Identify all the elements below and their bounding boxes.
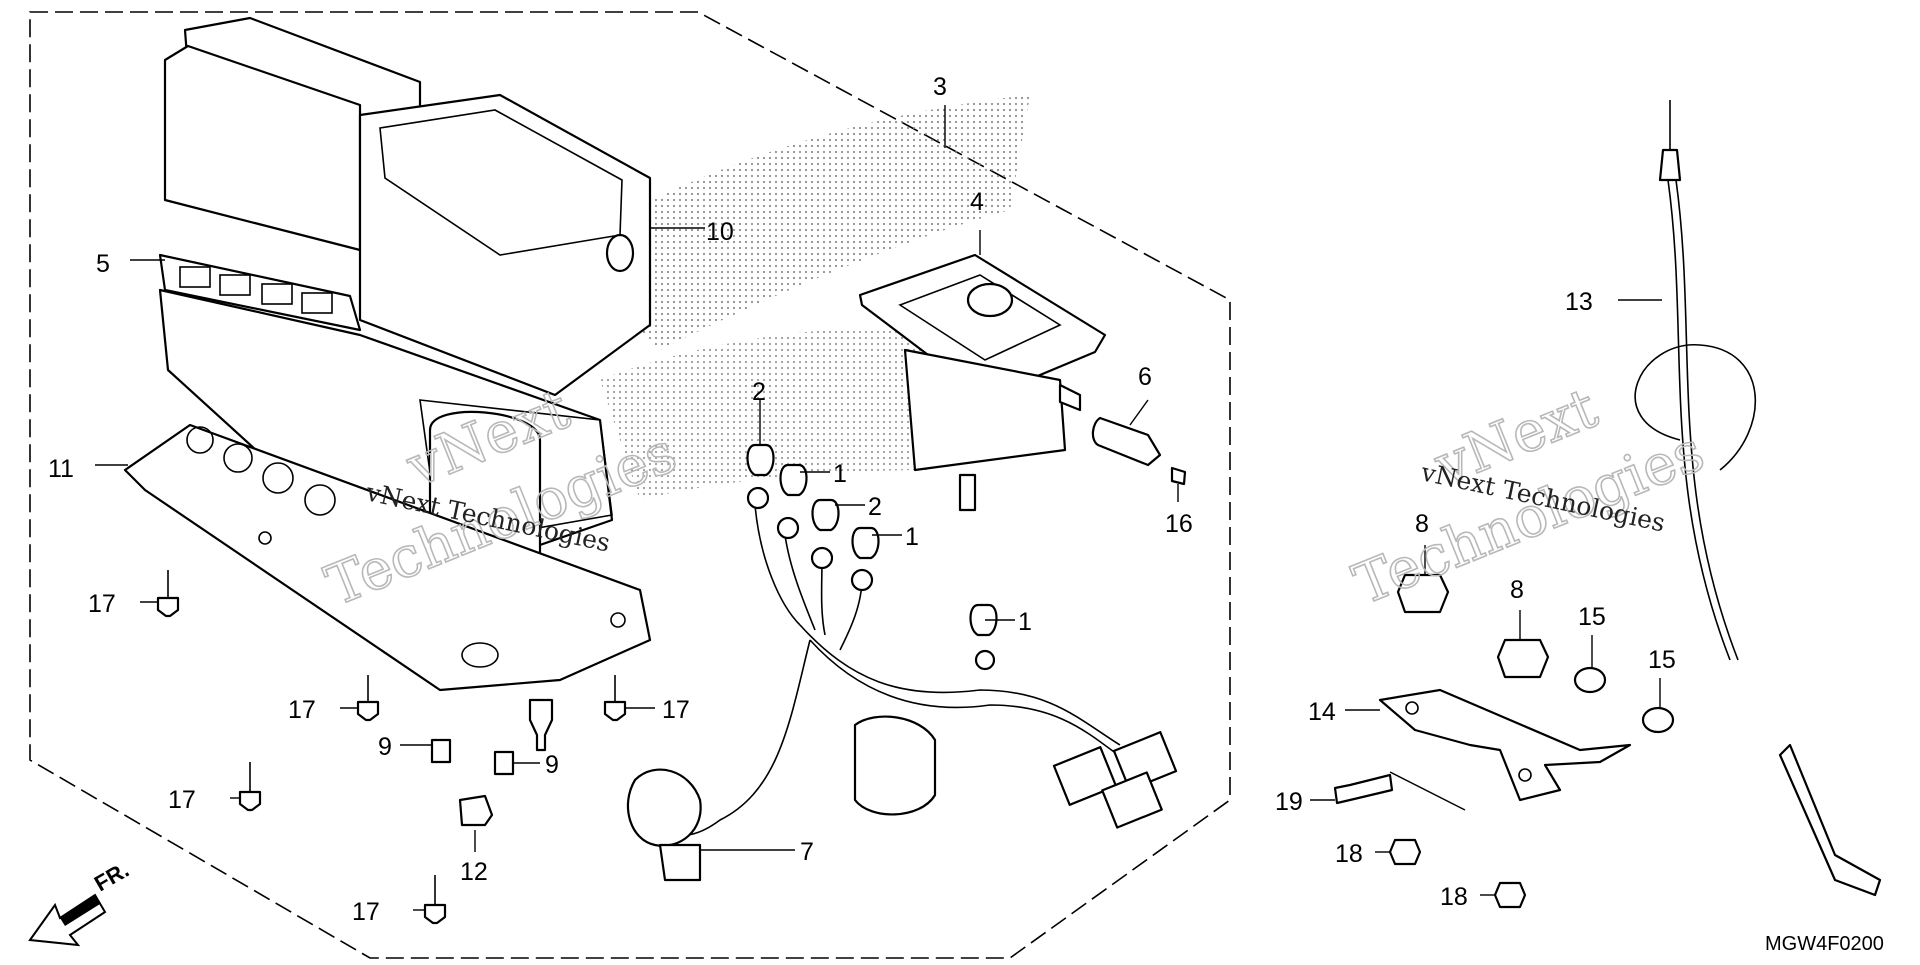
callout-17a: 17 — [88, 590, 116, 618]
cable-fitting — [1091, 416, 1162, 467]
callout-9a: 9 — [378, 733, 392, 761]
callout-6: 6 — [1138, 363, 1152, 391]
callout-1b: 1 — [905, 523, 919, 551]
callout-11: 11 — [48, 455, 74, 483]
callout-14: 14 — [1308, 698, 1336, 726]
callout-17b: 17 — [288, 696, 316, 724]
callout-4: 4 — [970, 188, 984, 216]
callout-17d: 17 — [662, 696, 690, 724]
callout-15b: 15 — [1648, 646, 1676, 674]
callout-2b: 2 — [868, 493, 882, 521]
callout-16: 16 — [1165, 510, 1193, 538]
speedometer-mechanism — [858, 253, 1107, 512]
bracket-group — [1333, 573, 1675, 909]
callout-13: 13 — [1565, 288, 1593, 316]
indicator-panel — [158, 253, 362, 332]
callout-1c: 1 — [1018, 608, 1032, 636]
callout-1a: 1 — [833, 460, 847, 488]
screw-part-16 — [1170, 466, 1187, 486]
callout-15a: 15 — [1578, 603, 1606, 631]
callout-7: 7 — [800, 838, 814, 866]
hint-area-lower — [600, 327, 950, 500]
meter-case — [163, 16, 652, 397]
callout-17c: 17 — [168, 786, 196, 814]
wire-harness — [626, 486, 1178, 882]
drawing-code: MGW4F0200 — [1765, 933, 1884, 955]
callout-labels: 3 4 10 5 11 2 1 2 1 1 6 16 7 17 17 17 17… — [48, 73, 1676, 926]
callout-2a: 2 — [752, 378, 766, 406]
speedometer-cable — [1634, 100, 1882, 897]
callout-5: 5 — [96, 250, 110, 278]
callout-8b: 8 — [1510, 576, 1524, 604]
front-direction-indicator: FR. — [28, 857, 133, 947]
callout-18b: 18 — [1440, 883, 1468, 911]
callout-17e: 17 — [352, 898, 380, 926]
callout-12: 12 — [460, 858, 488, 886]
callout-8a: 8 — [1415, 510, 1429, 538]
callout-9b: 9 — [545, 751, 559, 779]
hint-area-upper — [560, 95, 1030, 350]
callout-10: 10 — [706, 218, 734, 246]
callout-19: 19 — [1275, 788, 1303, 816]
assembly-boundary — [29, 11, 1231, 959]
fastener-group — [156, 570, 627, 925]
callout-18a: 18 — [1335, 840, 1363, 868]
callout-3: 3 — [933, 73, 947, 101]
base-plate — [123, 423, 652, 752]
front-direction-label: FR. — [90, 857, 133, 896]
leader-lines — [95, 105, 1662, 911]
